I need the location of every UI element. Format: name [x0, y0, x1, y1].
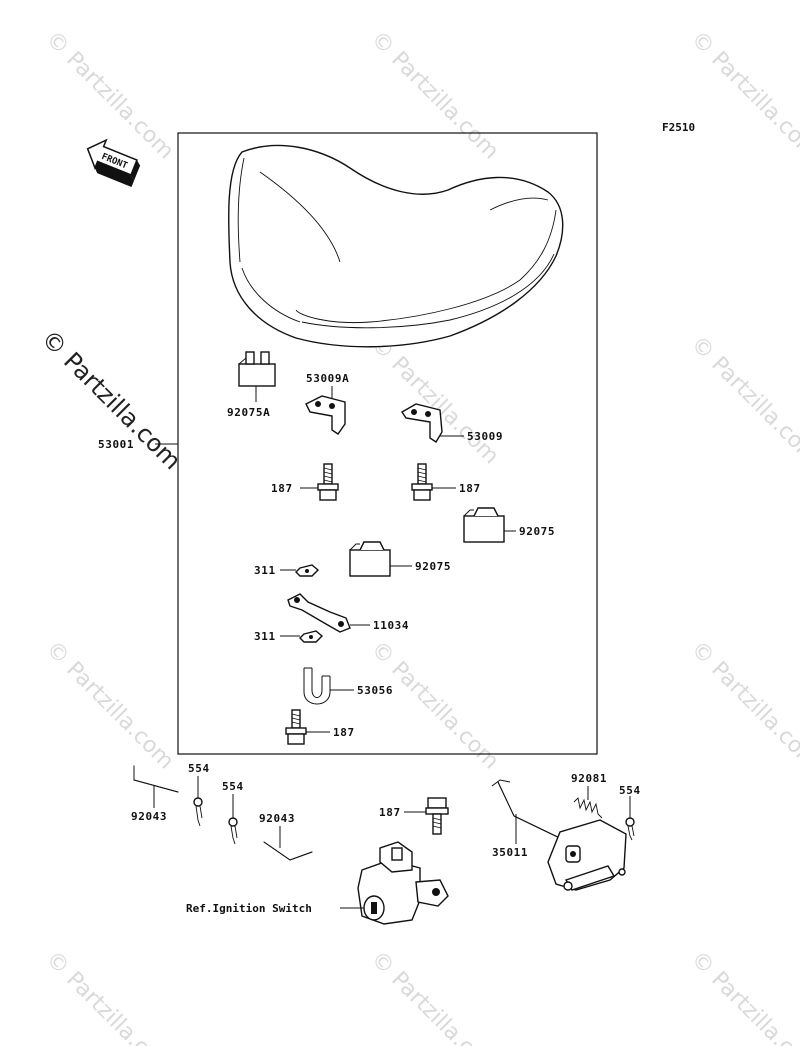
watermark: © Partzilla.com	[686, 947, 800, 1046]
seat	[227, 144, 564, 348]
spring-92081	[573, 797, 603, 819]
label-ignition-ref: Ref.Ignition Switch	[186, 902, 312, 915]
clip-554-c	[625, 817, 635, 841]
label-187-d: 187	[379, 806, 401, 819]
bolt-187-c	[285, 709, 307, 745]
label-92075-a: 92075	[519, 525, 555, 538]
bolt-187-b	[411, 463, 433, 501]
bracket-53009	[401, 403, 443, 443]
damper-92075-a	[463, 507, 505, 543]
label-554-a: 554	[188, 762, 210, 775]
label-311-b: 311	[254, 630, 276, 643]
bolt-187-a	[317, 463, 339, 501]
clip-554-b	[228, 817, 238, 845]
watermark: © Partzilla.com	[366, 27, 504, 165]
label-92043-a: 92043	[131, 810, 167, 823]
plate-11034	[287, 593, 351, 633]
label-53009: 53009	[467, 430, 503, 443]
bolt-187-d	[425, 797, 449, 835]
figure-code: F2510	[662, 121, 695, 134]
nut-311-b	[299, 630, 324, 643]
watermark: © Partzilla.com	[686, 332, 800, 470]
nut-311-a	[295, 564, 320, 577]
label-187-c: 187	[333, 726, 355, 739]
label-311-a: 311	[254, 564, 276, 577]
label-187-a: 187	[271, 482, 293, 495]
watermark: © Partzilla.com	[686, 637, 800, 775]
damper-92075-b	[349, 541, 391, 577]
label-92043-b: 92043	[259, 812, 295, 825]
watermark: © Partzilla.com	[686, 27, 800, 165]
hose-92043-b	[263, 841, 313, 861]
label-554-b: 554	[222, 780, 244, 793]
label-187-b: 187	[459, 482, 481, 495]
label-11034: 11034	[373, 619, 409, 632]
damper-92075a	[238, 351, 276, 387]
hose-92043-a	[133, 765, 179, 793]
label-53009a: 53009A	[306, 372, 349, 385]
hinge-bracket	[547, 819, 627, 891]
bracket-53009a	[305, 395, 346, 435]
label-92075a: 92075A	[227, 406, 270, 419]
watermark: © Partzilla.com	[366, 947, 504, 1046]
watermark: © Partzilla.com	[366, 332, 504, 470]
watermark: © Partzilla.com	[41, 947, 179, 1046]
lever-35011	[491, 779, 569, 843]
clip-554-a	[193, 797, 203, 827]
label-35011: 35011	[492, 846, 528, 859]
label-53001: 53001	[98, 438, 134, 451]
label-92081: 92081	[571, 772, 607, 785]
label-92075-b: 92075	[415, 560, 451, 573]
watermark: © Partzilla.com	[41, 27, 179, 165]
watermark: © Partzilla.com	[41, 637, 179, 775]
ubolt-53056	[303, 667, 331, 705]
front-arrow-icon: FRONT	[86, 138, 141, 187]
watermark-prominent: © Partzilla.com	[36, 324, 187, 475]
label-554-c: 554	[619, 784, 641, 797]
ignition-switch	[357, 841, 449, 925]
label-53056: 53056	[357, 684, 393, 697]
